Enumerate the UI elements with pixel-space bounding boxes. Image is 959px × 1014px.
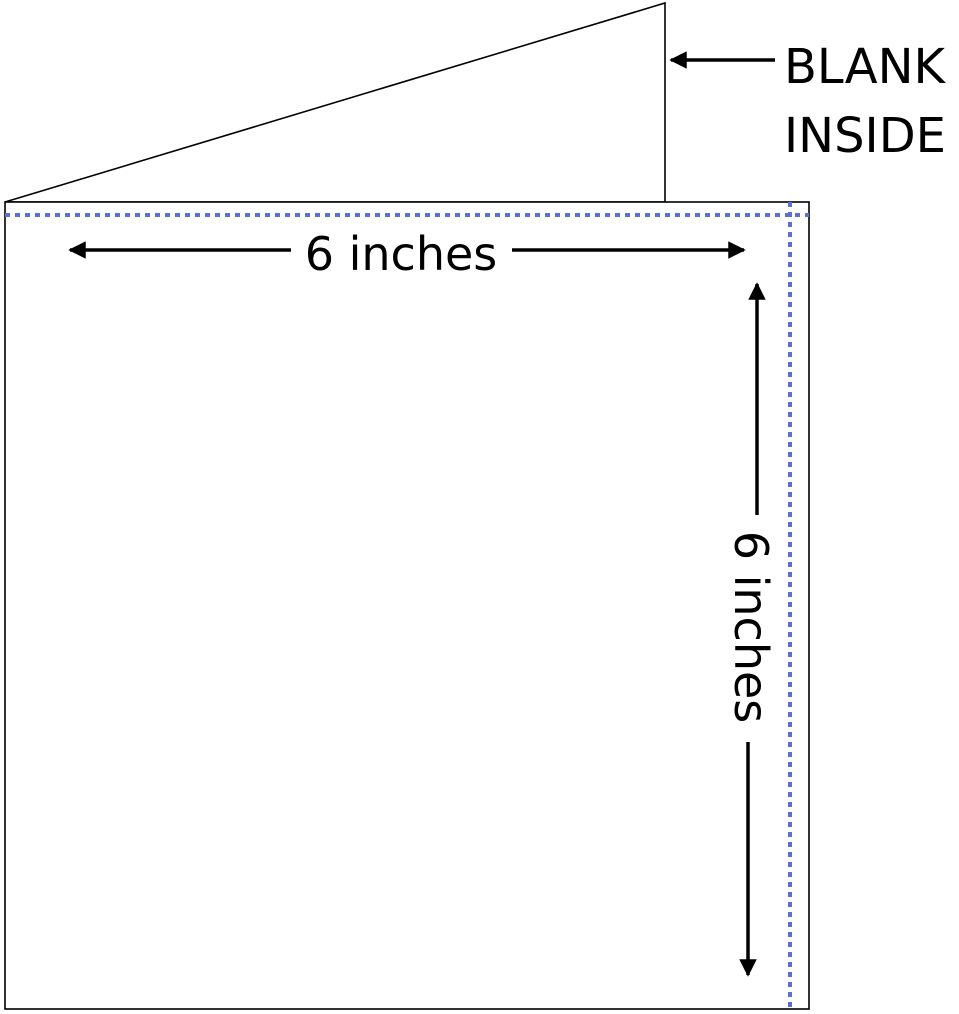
card-back-panel [4,1,666,203]
blank-inside-label-line2: INSIDE [784,108,946,164]
card-front-panel [4,201,810,1010]
blank-inside-label-line1: BLANK [784,39,947,95]
height-label: 6 inches [724,531,778,724]
width-label: 6 inches [305,227,498,281]
